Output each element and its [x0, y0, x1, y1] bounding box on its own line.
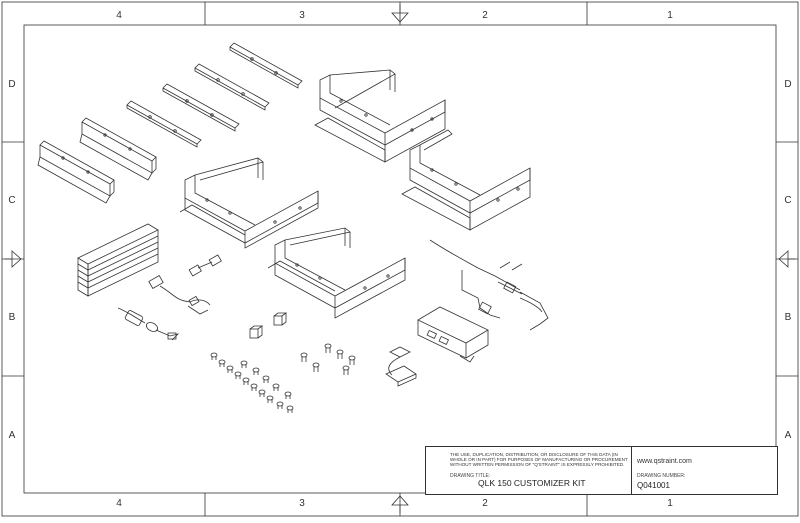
zone-label-top-2: 2 — [482, 10, 488, 21]
drawing-title: QLK 150 CUSTOMIZER KIT — [478, 478, 586, 488]
zone-label-left-d: D — [8, 79, 16, 90]
wire-harness — [148, 274, 211, 315]
drawing-title-label: DRAWING TITLE: — [450, 473, 491, 479]
zone-label-left-c: C — [8, 195, 16, 206]
mounting-clip — [273, 312, 288, 326]
zone-label-left-a: A — [8, 430, 16, 441]
zone-label-right-b: B — [784, 312, 792, 323]
sensor-cable — [385, 346, 417, 387]
zone-label-bottom-4: 4 — [116, 498, 122, 509]
u-channel-bracket — [179, 157, 319, 249]
zone-label-top-3: 3 — [299, 10, 305, 21]
zone-label-right-c: C — [784, 195, 792, 206]
zone-label-bottom-2: 2 — [482, 498, 488, 509]
wire-pigtail — [117, 307, 180, 341]
company-website: www.qstraint.com — [637, 458, 692, 465]
zone-label-top-4: 4 — [116, 10, 122, 21]
flat-bar — [162, 83, 240, 132]
flat-bar — [229, 42, 303, 89]
zone-label-right-d: D — [784, 79, 792, 90]
screw-set — [210, 352, 294, 413]
flat-bar — [126, 100, 202, 148]
u-channel-bracket — [267, 227, 406, 319]
u-channel-bracket — [401, 129, 531, 231]
title-block: THE USE, DUPLICATION, DISTRIBUTION, OR D… — [425, 446, 778, 495]
control-module — [417, 306, 489, 363]
harness-connector — [188, 254, 222, 277]
flat-bar — [194, 63, 270, 111]
inner-border — [23, 24, 777, 494]
shim-plate-stack — [77, 223, 159, 297]
angle-bracket — [37, 140, 115, 204]
angle-bracket — [79, 117, 157, 181]
drawing-number: Q041001 — [637, 481, 670, 490]
u-channel-bracket — [314, 69, 446, 163]
bolt-set — [300, 343, 356, 375]
mounting-clip — [249, 325, 264, 339]
zone-label-left-b: B — [8, 312, 16, 323]
release-cable — [429, 239, 549, 331]
title-block-vertical-divider — [631, 447, 632, 494]
center-marks — [5, 5, 795, 513]
zone-label-bottom-3: 3 — [299, 498, 305, 509]
zone-ticks — [2, 2, 798, 516]
zone-label-bottom-1: 1 — [667, 498, 673, 509]
zone-label-right-a: A — [784, 430, 792, 441]
zone-label-top-1: 1 — [667, 10, 673, 21]
drawing-number-label: DRAWING NUMBER: — [637, 473, 686, 479]
proprietary-notice: THE USE, DUPLICATION, DISTRIBUTION, OR D… — [450, 452, 628, 468]
